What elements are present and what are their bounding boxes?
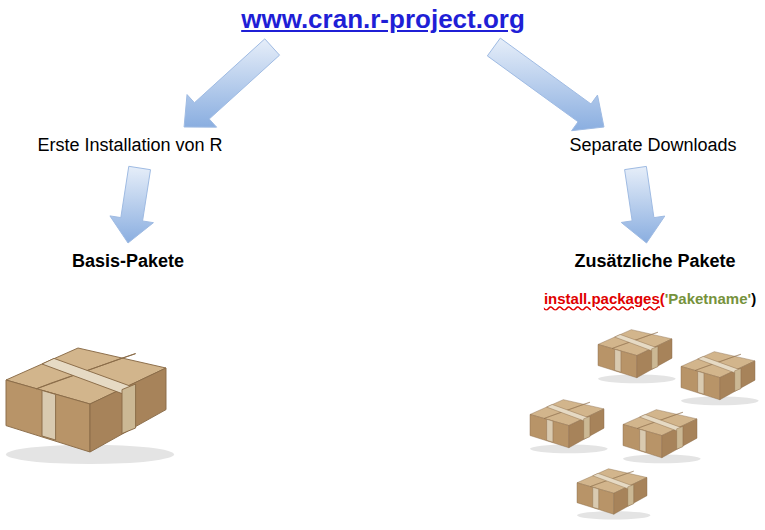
block-arrow: [110, 166, 153, 243]
box-tape: [640, 429, 646, 452]
url-heading: www.cran.r-project.org: [237, 2, 529, 37]
box-front: [577, 483, 614, 515]
node-text: Zusätzliche Pakete: [574, 251, 735, 272]
block-arrow: [487, 38, 604, 131]
box-front: [6, 380, 90, 452]
box-tape: [615, 334, 658, 350]
node-text: Basis-Pakete: [72, 251, 184, 272]
step-text: Separate Downloads: [565, 133, 740, 158]
node-text: www.cran.r-project.org: [241, 4, 525, 35]
box-tape: [122, 384, 136, 434]
box-front: [530, 414, 569, 447]
box-front: [598, 344, 637, 377]
box-tape: [652, 346, 658, 369]
block-arrow: [621, 166, 665, 243]
box-tape: [584, 416, 590, 439]
box-front: [681, 366, 720, 399]
box-tape: [42, 390, 56, 440]
box-tape: [698, 371, 704, 394]
package-heading: Zusätzliche Pakete: [570, 249, 739, 274]
box-tape: [547, 419, 553, 442]
cardboard-box: [681, 352, 759, 406]
box-tape: [593, 473, 634, 488]
cardboard-box: [530, 400, 608, 454]
box-tape: [698, 356, 741, 372]
code-fragment: install.packages(: [544, 290, 665, 307]
box-tape: [640, 414, 683, 430]
node-text: Separate Downloads: [569, 135, 736, 156]
box-tape: [615, 349, 621, 372]
box-tape: [735, 368, 741, 391]
cardboard-box: [6, 348, 174, 464]
cardboard-box: [577, 469, 651, 520]
box-tape: [677, 426, 683, 449]
cardboard-box: [598, 330, 676, 384]
box-tape: [42, 358, 136, 393]
node-text: Erste Installation von R: [37, 135, 222, 156]
box-tape: [547, 404, 590, 420]
block-arrow: [184, 39, 280, 127]
box-tape: [628, 485, 634, 507]
code-fragment: 'Paketname': [665, 290, 751, 307]
code-fragment: ): [751, 290, 756, 307]
step-text: Erste Installation von R: [33, 133, 226, 158]
box-front: [623, 424, 662, 457]
code-line: install.packages('Paketname'): [544, 290, 756, 307]
box-tape: [593, 487, 599, 509]
cardboard-box: [623, 410, 701, 464]
package-heading: Basis-Pakete: [68, 249, 188, 274]
